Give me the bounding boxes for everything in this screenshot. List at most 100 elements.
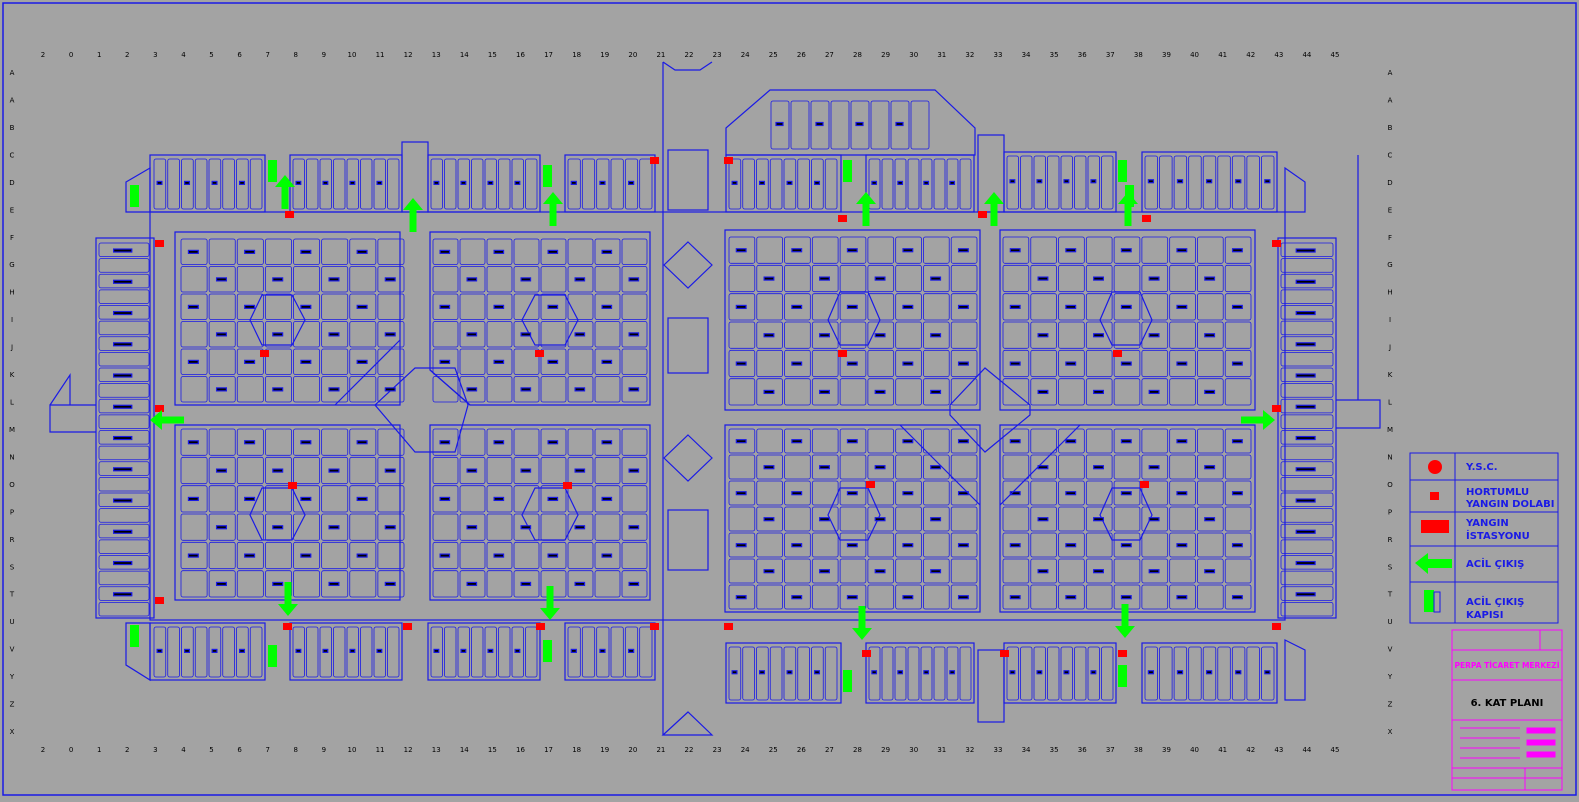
shop-counter xyxy=(187,440,199,445)
shop-unit xyxy=(1159,155,1173,210)
shop-unit xyxy=(180,376,208,403)
shop-counter xyxy=(187,359,199,364)
shop-unit xyxy=(1197,293,1224,321)
shop-unit xyxy=(797,646,810,701)
shop-unit xyxy=(811,454,839,480)
shop-unit xyxy=(180,541,208,570)
hose-cabinet-marker xyxy=(155,240,164,247)
shop-unit xyxy=(594,428,621,456)
grid-column-label: 44 xyxy=(1302,746,1311,754)
shop-counter xyxy=(1231,361,1243,366)
shop-unit xyxy=(567,485,594,513)
shop-counter xyxy=(466,581,478,587)
grid-column-label: 17 xyxy=(544,746,553,754)
shop-counter xyxy=(439,304,451,309)
grid-row-label: O xyxy=(9,481,15,489)
shop-unit xyxy=(513,456,540,485)
shop-unit xyxy=(920,158,933,210)
grid-column-label: 37 xyxy=(1106,746,1115,754)
shop-counter xyxy=(874,465,886,470)
left-entrance xyxy=(49,404,96,433)
shop-counter xyxy=(628,525,640,530)
shop-unit xyxy=(511,158,524,210)
shop-counter xyxy=(376,180,383,185)
diag-4 xyxy=(999,424,1081,506)
shop-unit xyxy=(867,293,895,321)
shop-unit xyxy=(321,541,349,570)
grid-column-label: 34 xyxy=(1022,746,1031,754)
shop-counter xyxy=(949,180,956,185)
shop-counter xyxy=(957,439,969,444)
shop-unit xyxy=(756,428,783,454)
shop-counter xyxy=(272,277,284,282)
shop-unit xyxy=(98,258,150,273)
shop-unit xyxy=(950,293,978,321)
shop-counter xyxy=(328,387,340,392)
shop-unit xyxy=(349,513,377,541)
shop-counter xyxy=(272,581,284,587)
shop-counter xyxy=(1093,517,1104,522)
shop-unit xyxy=(180,266,208,293)
shop-unit xyxy=(1020,646,1033,701)
grid-column-label: 14 xyxy=(460,746,469,754)
shop-counter xyxy=(1065,595,1077,600)
shop-counter xyxy=(439,553,451,558)
shop-unit xyxy=(98,351,150,367)
hose-cabinet-marker xyxy=(724,157,733,164)
shop-unit xyxy=(621,266,648,293)
shop-counter xyxy=(846,595,858,600)
shop-unit xyxy=(756,558,783,584)
shop-unit xyxy=(946,646,959,701)
shop-unit xyxy=(1141,264,1169,293)
shop-counter xyxy=(322,180,329,185)
shop-unit xyxy=(895,584,922,610)
shop-unit xyxy=(1058,480,1085,506)
shop-unit xyxy=(540,513,567,541)
shop-unit xyxy=(1280,414,1334,429)
shop-unit xyxy=(236,376,264,403)
shop-unit xyxy=(1280,383,1334,398)
shop-unit xyxy=(236,541,264,570)
shop-unit xyxy=(1085,558,1113,584)
shop-unit xyxy=(293,348,321,375)
shop-unit xyxy=(756,264,783,293)
grid-column-label: 31 xyxy=(937,746,946,754)
shop-unit xyxy=(513,541,540,570)
shop-counter xyxy=(1204,333,1216,338)
shop-unit xyxy=(525,158,538,210)
shop-unit xyxy=(513,428,540,456)
shop-unit xyxy=(881,158,894,210)
shop-unit xyxy=(811,349,839,378)
shop-unit xyxy=(264,348,292,375)
quad-upper-right-1 xyxy=(724,229,981,411)
grid-column-label: 31 xyxy=(937,51,946,59)
shop-counter xyxy=(855,121,864,127)
shop-unit xyxy=(1113,532,1141,558)
shop-counter xyxy=(902,248,914,253)
shop-unit xyxy=(783,646,797,701)
shop-counter xyxy=(930,333,942,338)
shop-unit xyxy=(1280,273,1334,289)
shop-unit xyxy=(950,454,978,480)
grid-column-label: 41 xyxy=(1218,51,1227,59)
hose-cabinet-marker xyxy=(724,623,733,630)
shop-unit xyxy=(321,570,349,598)
shop-unit xyxy=(321,428,349,456)
grid-column-label: 24 xyxy=(741,51,750,59)
shop-unit xyxy=(292,158,305,210)
shop-unit xyxy=(236,428,264,456)
shop-unit xyxy=(594,541,621,570)
shop-counter xyxy=(846,361,858,366)
shop-counter xyxy=(895,121,904,127)
diag-3 xyxy=(899,424,981,506)
shop-counter xyxy=(763,517,775,522)
shop-unit xyxy=(610,158,624,210)
shop-unit xyxy=(459,513,486,541)
shop-counter xyxy=(466,468,478,473)
shop-unit xyxy=(387,158,400,210)
shop-counter xyxy=(791,595,803,600)
shop-counter xyxy=(1204,276,1216,281)
shop-counter xyxy=(384,468,396,473)
shop-unit xyxy=(540,428,567,456)
shop-unit xyxy=(208,348,236,375)
